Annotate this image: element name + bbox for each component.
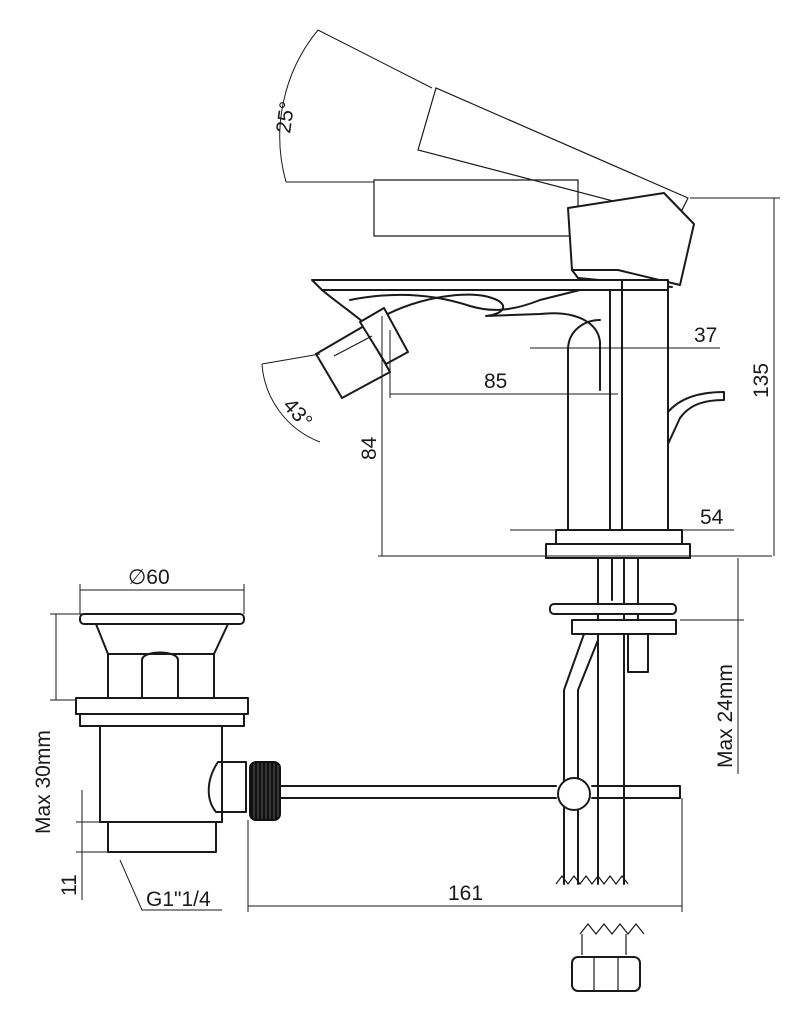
label-rod-length: 161 bbox=[448, 882, 483, 905]
label-thread-size: G1"1/4 bbox=[146, 888, 211, 911]
spout-top-plate bbox=[311, 279, 669, 291]
dimension-lines bbox=[50, 29, 780, 912]
label-total-height: 135 bbox=[750, 363, 773, 398]
lever-closed bbox=[373, 179, 579, 237]
lever-raised bbox=[417, 87, 689, 219]
label-waste-diameter: ∅60 bbox=[128, 566, 170, 589]
faucet-body bbox=[311, 87, 725, 559]
label-reach: 85 bbox=[484, 370, 507, 393]
label-waste-height: Max 30mm bbox=[32, 730, 55, 834]
label-lever-angle: 25° bbox=[272, 100, 299, 135]
side-handle bbox=[667, 391, 725, 445]
body-column bbox=[567, 279, 669, 531]
label-spout-height: 84 bbox=[358, 436, 381, 460]
spray-nozzle bbox=[315, 307, 409, 399]
spout-arm bbox=[349, 289, 581, 311]
pop-up-waste bbox=[75, 613, 281, 853]
label-base-width: 54 bbox=[700, 506, 724, 529]
rod-ball bbox=[557, 777, 591, 811]
pop-up-rod bbox=[279, 785, 681, 799]
hex-nut bbox=[571, 923, 645, 992]
label-deck-thickness: Max 24mm bbox=[714, 664, 737, 768]
grip-nut bbox=[249, 761, 281, 821]
cartridge-head bbox=[567, 192, 695, 286]
label-spray-angle: 43° bbox=[278, 394, 316, 433]
label-thread-length: 11 bbox=[58, 874, 81, 896]
mounting-assembly bbox=[279, 557, 681, 992]
label-body-width: 37 bbox=[694, 324, 717, 347]
